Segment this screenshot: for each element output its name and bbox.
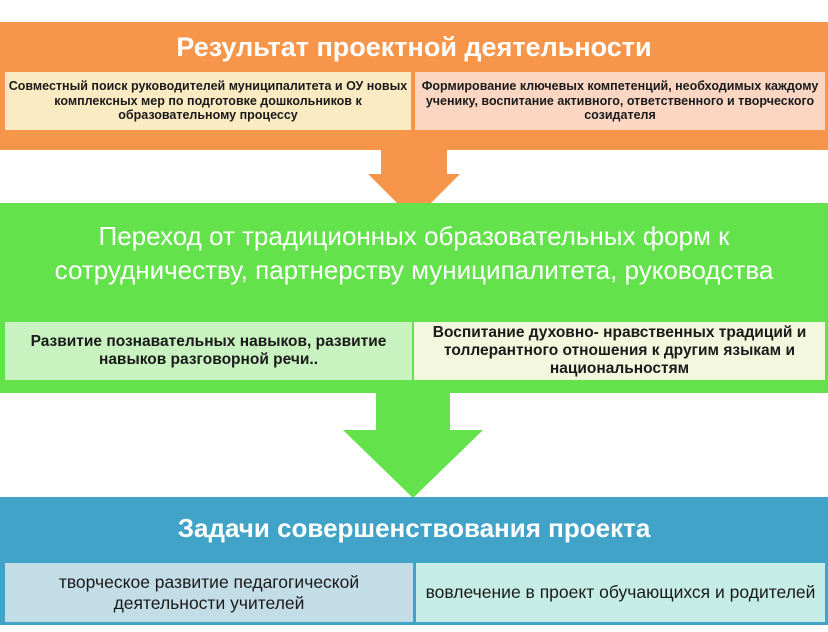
tasks-right-box: вовлечение в проект обучающихся и родите… <box>416 563 825 622</box>
tasks-section-title: Задачи совершенствования проекта <box>177 513 651 543</box>
transition-section-title: Переход от традиционных образовательных … <box>54 221 774 285</box>
down-arrow-icon <box>343 393 483 498</box>
transition-left-box: Развитие познавательных навыков, развити… <box>5 322 412 380</box>
result-right-box: Формирование ключевых компетенций, необх… <box>415 72 825 130</box>
result-section-title: Результат проектной деятельности <box>176 32 652 62</box>
down-arrow-icon <box>368 150 460 220</box>
result-left-box: Совместный поиск руководителей муниципал… <box>5 72 411 130</box>
tasks-left-box: творческое развитие педагогической деяте… <box>5 563 413 622</box>
transition-right-box: Воспитание духовно- нравственных традици… <box>414 322 825 380</box>
